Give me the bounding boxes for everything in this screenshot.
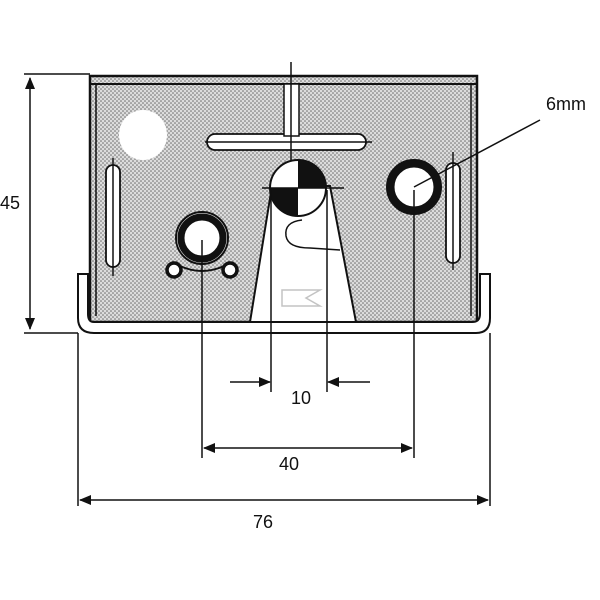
- height-dimension: [24, 73, 90, 334]
- watermark-logo: [281, 289, 323, 307]
- leader-6mm: [413, 119, 541, 188]
- extension-lines: [77, 190, 491, 506]
- height-label: 45: [0, 193, 20, 213]
- hole-diameter-label: 6mm: [546, 94, 586, 114]
- reflector-spot: [119, 110, 167, 160]
- overall-width-label: 76: [253, 512, 273, 532]
- hole-spacing-label: 40: [279, 454, 299, 474]
- inner-width-label: 10: [291, 388, 311, 408]
- mounting-flange: [77, 273, 491, 334]
- center-marker: [262, 159, 344, 217]
- left-slot: [105, 158, 121, 276]
- right-slot: [445, 152, 461, 270]
